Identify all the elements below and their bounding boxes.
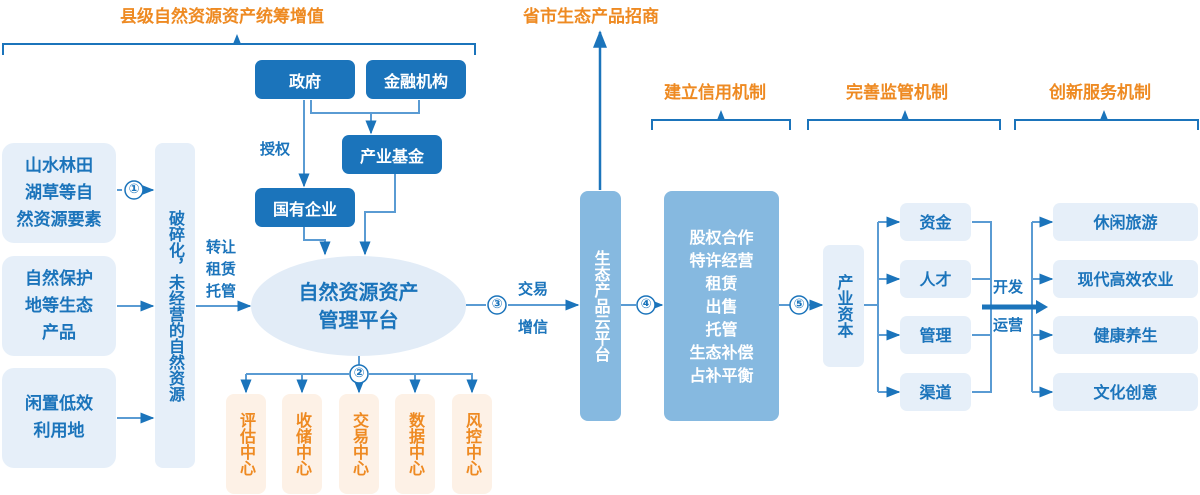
- step-3-label: ③: [491, 297, 503, 312]
- fragmented-resources-label: 破碎化，未经营的自然资源: [166, 209, 185, 402]
- credit-title: 建立信用机制: [664, 83, 766, 103]
- resource-management: 管理: [900, 316, 971, 354]
- asset-management-platform: 自然资源资产 管理平台: [251, 256, 466, 356]
- supervision-bracket: [807, 119, 1001, 130]
- step-5-circle: [789, 295, 809, 315]
- fragmented-resources-box: 破碎化，未经营的自然资源: [155, 143, 195, 468]
- financial-institution-box: 金融机构: [366, 60, 466, 99]
- resource-talent: 人才: [900, 260, 971, 298]
- source-idle-land: 闲置低效 利用地: [2, 368, 116, 468]
- credit-label: 增信: [518, 318, 549, 336]
- industry-culture: 文化创意: [1053, 373, 1198, 411]
- government-box: 政府: [255, 60, 355, 99]
- resource-channels: 渠道: [900, 373, 971, 411]
- step-1-label: ①: [128, 182, 140, 197]
- trade-label: 交易: [518, 280, 549, 298]
- source-natural-elements: 山水林田 湖草等自 然资源要素: [2, 143, 116, 243]
- resource-funds: 资金: [900, 203, 971, 241]
- center-risk-control: 风控中心: [452, 394, 492, 494]
- province-title: 省市生态产品招商: [523, 7, 659, 27]
- industry-fund-box: 产业基金: [342, 135, 442, 174]
- center-evaluation: 评估中心: [226, 394, 266, 494]
- step-3-circle: [487, 295, 507, 315]
- industry-modern-agriculture: 现代高效农业: [1053, 260, 1198, 298]
- authorize-label: 授权: [260, 140, 291, 158]
- county-bracket: [2, 43, 476, 55]
- operation-modes-box: 股权合作 特许经营 租赁 出售 托管 生态补偿 占补平衡: [664, 191, 779, 421]
- industry-leisure-tourism: 休闲旅游: [1053, 203, 1198, 241]
- supervision-title: 完善监管机制: [846, 83, 948, 103]
- transfer-label: 转让 租赁 托管: [206, 238, 237, 300]
- step-4-label: ④: [640, 297, 652, 312]
- credit-bracket: [651, 119, 791, 130]
- operate-label: 运营: [993, 316, 1024, 334]
- county-title: 县级自然资源资产统筹增值: [120, 7, 324, 27]
- industry-health: 健康养生: [1053, 316, 1198, 354]
- center-storage: 收储中心: [282, 394, 322, 494]
- develop-label: 开发: [993, 278, 1024, 296]
- service-title: 创新服务机制: [1049, 83, 1151, 103]
- step-5-label: ⑤: [793, 297, 805, 312]
- county-bracket-tip: [233, 34, 241, 44]
- center-trading: 交易中心: [339, 394, 379, 494]
- industry-capital-box: 产业资本: [823, 245, 864, 367]
- step-2-circle: [349, 364, 369, 384]
- center-data: 数据中心: [395, 394, 435, 494]
- eco-product-cloud-platform: 生态产品云平台: [580, 191, 621, 421]
- step-4-circle: [636, 295, 656, 315]
- source-protected-areas: 自然保护 地等生态 产品: [2, 256, 116, 356]
- step-2-label: ②: [353, 366, 365, 381]
- soe-box: 国有企业: [255, 188, 355, 227]
- step-1-circle: [124, 180, 144, 200]
- service-bracket: [1014, 119, 1199, 130]
